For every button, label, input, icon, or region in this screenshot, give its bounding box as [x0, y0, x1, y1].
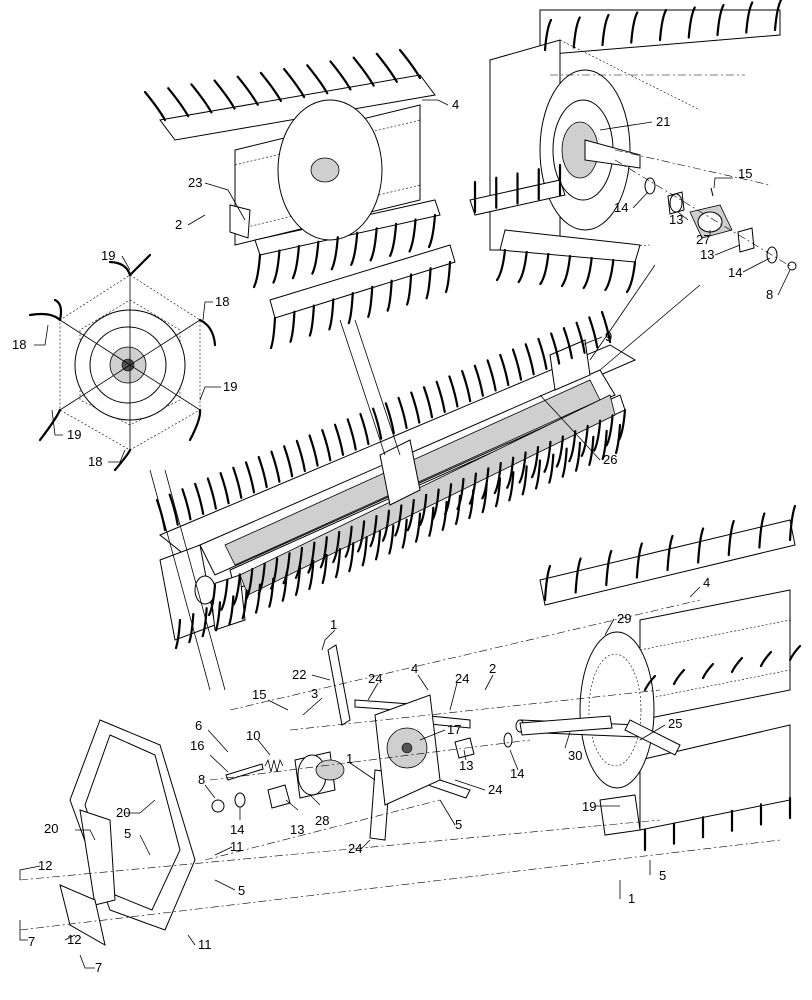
- callout-3: 3: [311, 686, 318, 701]
- callout-14: 14: [510, 766, 524, 781]
- callout-11: 11: [198, 937, 212, 952]
- callout-2: 2: [175, 217, 182, 232]
- callout-4: 4: [452, 97, 459, 112]
- callout-25: 25: [668, 716, 682, 731]
- callout-22: 22: [292, 667, 306, 682]
- callout-10: 10: [246, 728, 260, 743]
- callout-28: 28: [315, 813, 329, 828]
- callout-18: 18: [88, 454, 102, 469]
- main-reel-assembly: [155, 310, 637, 650]
- callout-12: 12: [38, 858, 52, 873]
- callout-12: 12: [67, 932, 81, 947]
- callout-leaders: [19, 99, 791, 969]
- callout-13: 13: [700, 247, 714, 262]
- callout-labels: 4 21 15 23 2 14 13 27 13 14 8 19 18 18 1…: [12, 97, 773, 975]
- callout-24: 24: [348, 841, 362, 856]
- callout-13: 13: [669, 212, 683, 227]
- callout-20: 20: [44, 821, 58, 836]
- callout-2: 2: [489, 661, 496, 676]
- callout-15: 15: [738, 166, 752, 181]
- callout-1: 1: [330, 617, 337, 632]
- callout-7: 7: [95, 960, 102, 975]
- callout-7: 7: [28, 934, 35, 949]
- callout-18: 18: [215, 294, 229, 309]
- callout-24: 24: [368, 671, 382, 686]
- callout-29: 29: [617, 611, 631, 626]
- callout-13: 13: [290, 822, 304, 837]
- reel-end-bottom-right: [515, 504, 802, 852]
- reel-spider-detail: [28, 253, 217, 472]
- callout-14: 14: [728, 265, 742, 280]
- callout-5: 5: [238, 883, 245, 898]
- callout-19: 19: [101, 248, 115, 263]
- callout-4: 4: [411, 661, 418, 676]
- callout-24: 24: [455, 671, 469, 686]
- callout-8: 8: [766, 287, 773, 302]
- callout-23: 23: [188, 175, 202, 190]
- callout-14: 14: [614, 200, 628, 215]
- callout-30: 30: [568, 748, 582, 763]
- callout-5: 5: [455, 817, 462, 832]
- callout-5: 5: [124, 826, 131, 841]
- callout-14: 14: [230, 822, 244, 837]
- callout-4: 4: [703, 575, 710, 590]
- callout-16: 16: [190, 738, 204, 753]
- exploded-hardware: [59, 644, 613, 946]
- callout-19: 19: [67, 427, 81, 442]
- callout-1: 1: [628, 891, 635, 906]
- callout-21: 21: [656, 114, 670, 129]
- reel-detail-top-left: [143, 48, 456, 350]
- reel-detail-top-right: [469, 0, 797, 294]
- callout-8: 8: [198, 772, 205, 787]
- callout-15: 15: [252, 687, 266, 702]
- callout-5: 5: [659, 868, 666, 883]
- callout-19: 19: [223, 379, 237, 394]
- callout-9: 9: [605, 329, 612, 344]
- callout-6: 6: [195, 718, 202, 733]
- callout-20: 20: [116, 805, 130, 820]
- callout-24: 24: [488, 782, 502, 797]
- callout-26: 26: [603, 452, 617, 467]
- center-lines: [19, 74, 791, 931]
- callout-18: 18: [12, 337, 26, 352]
- callout-19: 19: [582, 799, 596, 814]
- callout-13: 13: [459, 758, 473, 773]
- callout-27: 27: [696, 232, 710, 247]
- callout-11: 11: [230, 839, 244, 854]
- callout-17: 17: [447, 722, 461, 737]
- callout-1: 1: [346, 751, 353, 766]
